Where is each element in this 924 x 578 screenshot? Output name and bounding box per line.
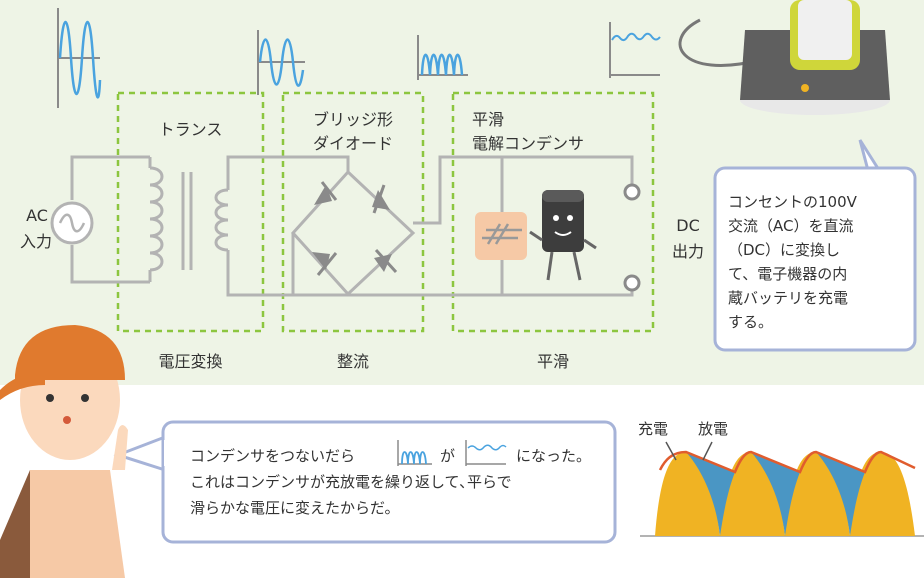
diode-icons xyxy=(312,181,398,276)
dc-output-line1: DC xyxy=(676,216,700,235)
charger-note-line: する。 xyxy=(728,313,774,331)
capacitor-character-icon xyxy=(529,190,597,281)
charger-note-text: コンセントの100V 交流（AC）を直流 （DC）に変換し て、電子機器の内 蔵… xyxy=(728,190,857,334)
smoothing-stage-box xyxy=(451,91,655,333)
circuit-wires xyxy=(50,155,634,297)
bridge-label-line1: ブリッジ形 xyxy=(312,110,393,129)
ac-input-line2: 入力 xyxy=(19,232,52,251)
rectifier-stage-box xyxy=(281,91,425,333)
speech-rectified-wave-icon xyxy=(397,440,432,466)
stage-caption-voltage-conversion: 電圧変換 xyxy=(158,352,223,371)
ac-input-line1: AC xyxy=(26,206,48,225)
transformed-wave-icon xyxy=(257,30,305,95)
boy-character-icon xyxy=(0,325,128,578)
discharge-segment-1 xyxy=(686,452,735,536)
charge-label: 充電 xyxy=(638,420,669,438)
charge-hump-4 xyxy=(850,452,915,536)
speech-bubble xyxy=(161,420,617,544)
charge-pointer xyxy=(665,441,677,461)
output-terminal-bottom xyxy=(623,274,641,292)
discharge-segment-3 xyxy=(816,452,865,536)
charger-note-box xyxy=(713,166,917,352)
charger-note-line: 交流（AC）を直流 xyxy=(728,217,854,235)
speech-line1-part1: コンデンサをつないだら xyxy=(190,447,356,465)
discharge-label: 放電 xyxy=(698,420,729,438)
bridge-label-line2: ダイオード xyxy=(312,134,393,153)
voltage-envelope-line xyxy=(658,450,916,474)
transformer-label: トランス xyxy=(158,120,223,139)
speech-line2: これはコンデンサが充放電を繰り返して､平らで xyxy=(190,473,512,491)
smoothing-label-line1: 平滑 xyxy=(472,110,505,129)
smoothed-wave-icon xyxy=(609,22,661,78)
discharge-segment-2 xyxy=(751,452,800,536)
rectified-wave-icon xyxy=(417,35,468,80)
speech-line1-part3: になった。 xyxy=(516,447,592,465)
transformer-stage-box xyxy=(116,91,265,333)
stage-caption-smoothing: 平滑 xyxy=(536,352,569,371)
speech-line1-part2: が xyxy=(440,447,456,465)
smoothing-label-line2: 電解コンデンサ xyxy=(472,134,585,153)
charger-note-line: 蔵バッテリを充電 xyxy=(728,289,849,307)
speech-line3: 滑らかな電圧に変えたからだ。 xyxy=(190,499,400,517)
charge-discharge-chart xyxy=(640,441,924,537)
charger-device-icon xyxy=(678,0,890,115)
output-terminal-top xyxy=(623,183,641,201)
charger-note-line: コンセントの100V xyxy=(728,193,857,211)
speech-smoothed-wave-icon xyxy=(465,440,507,466)
stage-caption-rectification: 整流 xyxy=(336,352,369,371)
charger-note-line: て、電子機器の内 xyxy=(728,265,848,283)
ac-wave-icon xyxy=(57,8,102,108)
dc-output-line2: 出力 xyxy=(671,242,704,261)
charger-note-line: （DC）に変換し xyxy=(728,241,841,259)
discharge-pointer xyxy=(702,441,713,461)
